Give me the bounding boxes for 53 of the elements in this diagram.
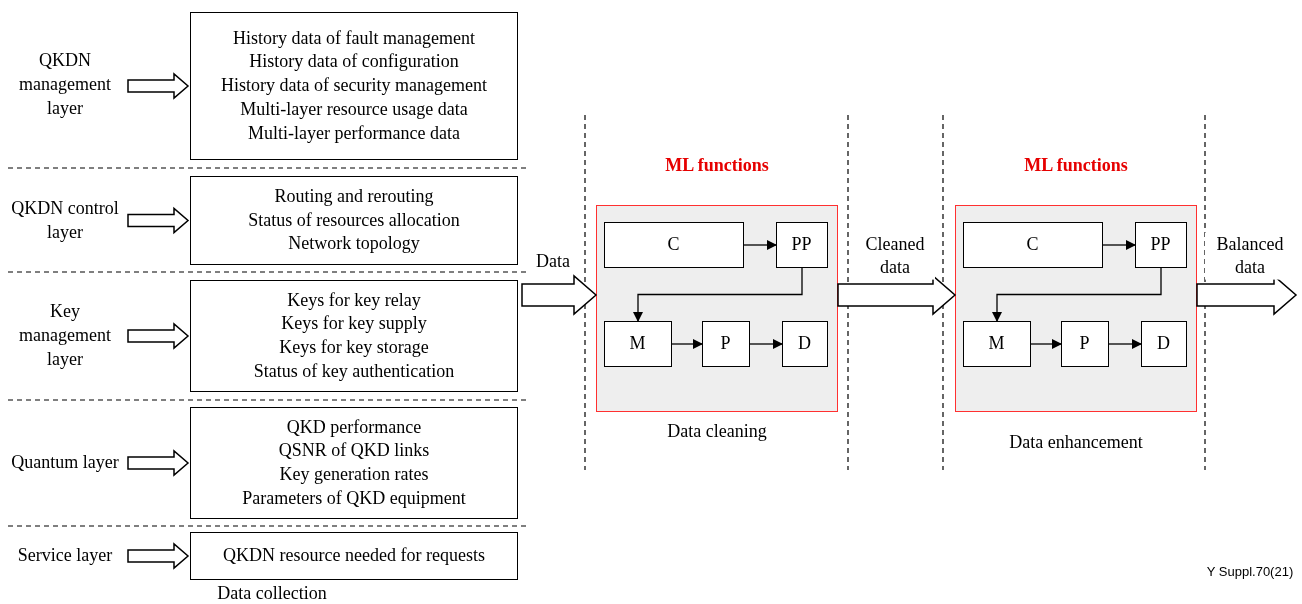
- arrow: [633, 267, 803, 322]
- data-item: Keys for key supply: [281, 312, 427, 336]
- arrow: [743, 240, 777, 250]
- stage-caption: Data collection: [217, 582, 327, 604]
- arrow: [1030, 339, 1062, 349]
- process-box: P: [701, 320, 750, 367]
- data-item: Keys for key relay: [287, 288, 421, 312]
- figure-id: Y Suppl.70(21): [1206, 563, 1294, 581]
- arrow: [1102, 240, 1136, 250]
- data-item: Keys for key storage: [279, 336, 429, 359]
- data-item: Status of key authentication: [253, 359, 455, 383]
- arrow: [671, 339, 703, 349]
- process-box: QKDN resource needed for requests: [190, 532, 518, 580]
- layer-label: Service layer: [4, 530, 126, 582]
- block-arrow: [127, 449, 190, 477]
- layer-label: QKDN control layer: [4, 176, 126, 266]
- data-item: Key generation rates: [279, 463, 429, 486]
- stage-caption: Data cleaning: [666, 420, 768, 444]
- panel-heading: ML functions: [1023, 154, 1129, 177]
- arrow: [1108, 339, 1142, 349]
- process-box: C: [962, 221, 1103, 268]
- process-box: M: [962, 320, 1031, 367]
- process-box: C: [603, 221, 744, 268]
- block-arrow: [127, 322, 190, 350]
- data-item: Network topology: [288, 232, 420, 256]
- arrow: [749, 339, 783, 349]
- data-item: History data of fault management: [233, 26, 475, 50]
- block-arrow: [127, 206, 190, 235]
- data-item: Multi-layer performance data: [248, 121, 460, 145]
- data-item: Parameters of QKD equipment: [242, 486, 466, 510]
- data-item: Routing and rerouting: [274, 184, 434, 208]
- layer-label: Key management layer: [4, 280, 126, 392]
- data-item: QSNR of QKD links: [278, 439, 430, 463]
- arrow: [992, 267, 1162, 322]
- layer-label: Quantum layer: [4, 407, 126, 519]
- process-box: D: [1140, 320, 1187, 367]
- stage-caption: Data enhancement: [1008, 431, 1144, 455]
- panel-heading: ML functions: [664, 154, 770, 177]
- data-item: Multi-layer resource usage data: [240, 97, 468, 121]
- block-arrow: [837, 274, 957, 316]
- process-box: PP: [775, 221, 828, 268]
- block-arrow: [127, 542, 190, 570]
- data-item: History data of configuration: [249, 50, 459, 74]
- data-item: History data of security management: [221, 74, 487, 98]
- process-box: PP: [1134, 221, 1187, 268]
- process-box: P: [1060, 320, 1109, 367]
- process-box: D: [781, 320, 828, 367]
- process-box: M: [603, 320, 672, 367]
- data-item: Status of resources allocation: [248, 208, 460, 232]
- data-item: QKD performance: [286, 415, 422, 439]
- block-arrow: [521, 274, 598, 316]
- layer-label: QKDN management layer: [4, 30, 126, 140]
- block-arrow: [127, 72, 190, 100]
